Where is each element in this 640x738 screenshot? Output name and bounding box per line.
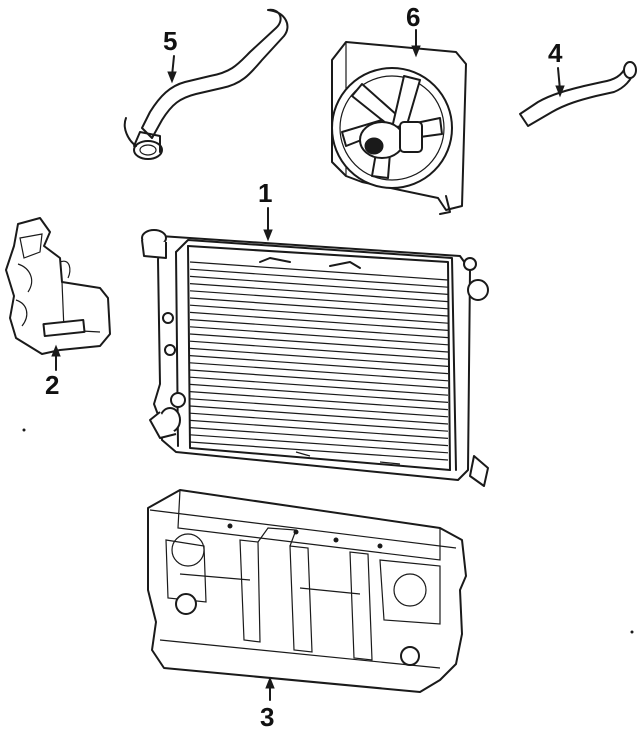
radiator-fin xyxy=(189,434,449,454)
radiator-fin xyxy=(189,340,449,360)
callout-5: 5 xyxy=(163,26,178,56)
radiator-fin xyxy=(189,412,449,432)
radiator-fin xyxy=(189,441,449,461)
radiator-fin xyxy=(189,297,449,317)
radiator-fin xyxy=(189,283,449,303)
radiator-fin xyxy=(189,391,449,411)
upper-hose-part-5 xyxy=(123,8,289,160)
radiator-fin xyxy=(189,347,449,367)
radiator-fin xyxy=(189,419,449,439)
radiator-fin xyxy=(189,326,449,346)
callout-3: 3 xyxy=(260,702,275,732)
radiator-fin xyxy=(189,369,449,389)
radiator-fin xyxy=(189,398,449,418)
radiator-fin xyxy=(189,427,449,447)
radiator-fin xyxy=(189,355,449,375)
radiator-part-1 xyxy=(141,229,489,487)
radiator-fin xyxy=(189,290,449,310)
radiator-fin xyxy=(189,333,449,353)
callout-1: 1 xyxy=(258,178,273,208)
radiator-fin xyxy=(189,261,449,281)
radiator-fin xyxy=(189,319,449,339)
callout-2: 2 xyxy=(45,370,60,400)
radiator-fin xyxy=(189,376,449,396)
reservoir-part-2 xyxy=(5,217,111,355)
radiator-support-part-3 xyxy=(147,489,467,693)
lower-hose-part-4 xyxy=(519,61,637,127)
radiator-fin xyxy=(189,275,449,295)
radiator-fin xyxy=(189,383,449,403)
callout-leaders xyxy=(51,29,565,701)
callout-4: 4 xyxy=(548,38,563,68)
radiator-fin xyxy=(189,268,449,288)
fan-shroud-part-6 xyxy=(331,41,467,215)
radiator-fin xyxy=(189,405,449,425)
radiator-fin xyxy=(189,362,449,382)
callout-6: 6 xyxy=(406,2,421,32)
radiator-fin xyxy=(189,304,449,324)
radiator-fin xyxy=(189,311,449,331)
